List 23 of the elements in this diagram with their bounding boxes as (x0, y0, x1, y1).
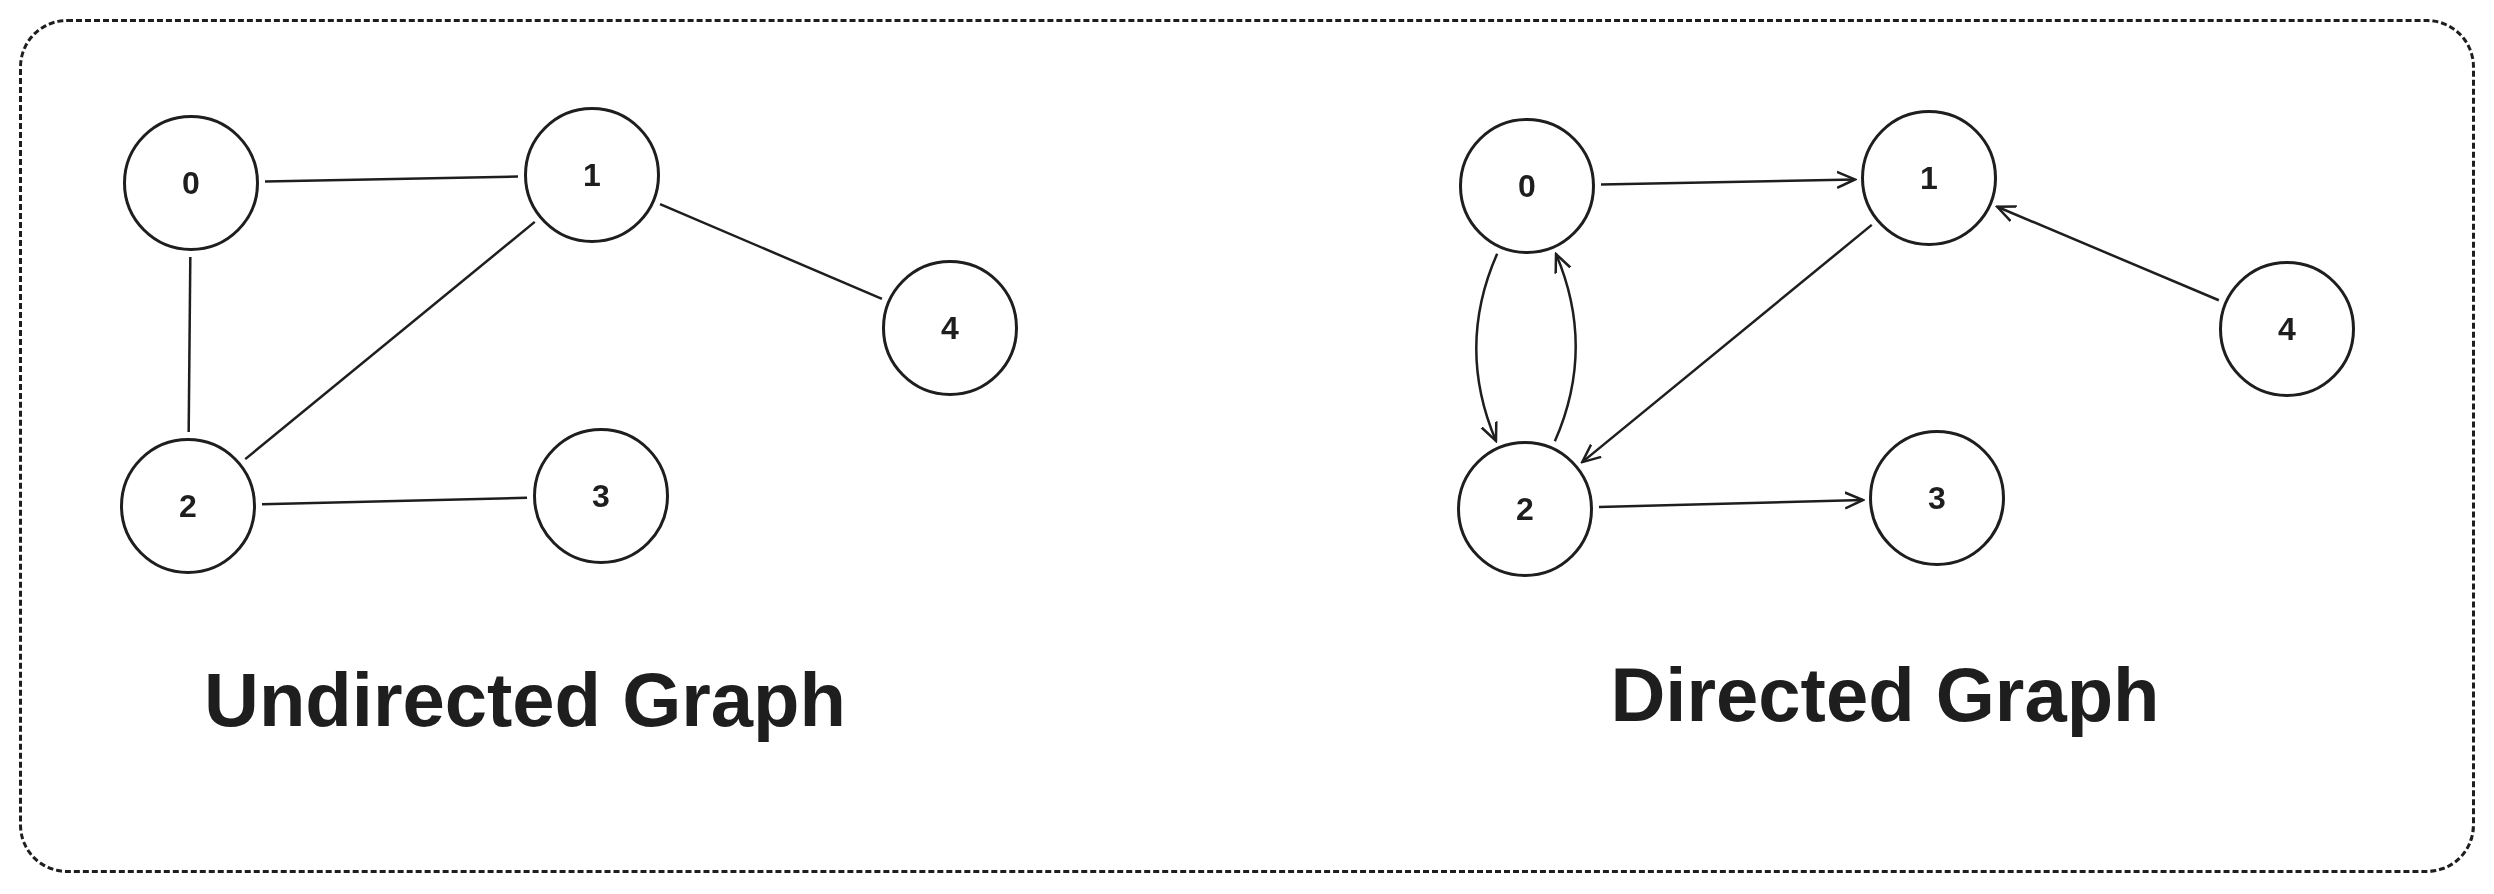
arrow (1475, 253, 1499, 443)
connector-line (187, 257, 192, 432)
graph-vertex: 3 (533, 428, 669, 564)
graph-vertex: 4 (882, 260, 1018, 396)
connector-line (264, 175, 519, 183)
arrow (1581, 223, 1873, 464)
graph-vertex: 2 (120, 438, 256, 574)
connector-line (244, 220, 536, 461)
arrow (1598, 491, 1865, 510)
arrow (1995, 205, 2220, 302)
graph-vertex: 0 (1459, 118, 1595, 254)
connector-line (261, 496, 528, 506)
connector-line (659, 202, 883, 301)
arrow (1600, 170, 1857, 190)
graph-vertex: 1 (1861, 110, 1997, 246)
graph-vertex: 2 (1457, 441, 1593, 577)
graph-vertex: 4 (2219, 261, 2355, 397)
arrow (1553, 252, 1577, 442)
graph-title: Directed Graph (1610, 651, 2160, 739)
graph-title: Undirected Graph (204, 656, 846, 744)
graph-vertex: 0 (123, 115, 259, 251)
graph-vertex: 1 (524, 107, 660, 243)
graph-vertex: 3 (1869, 430, 2005, 566)
